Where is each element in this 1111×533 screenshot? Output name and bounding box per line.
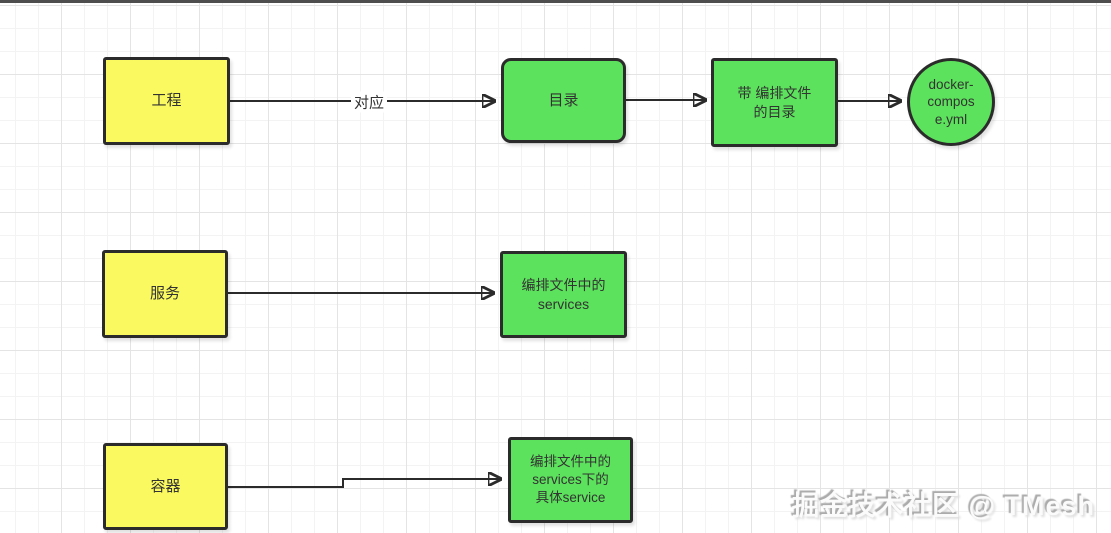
node-services-in-file-label: 编排文件中的 services (521, 277, 606, 312)
node-project: 工程 (103, 57, 230, 145)
window-top-border (0, 0, 1111, 3)
edge-container-concrete-service (228, 479, 502, 488)
watermark: 掘金技术社区 @ TMesh (792, 491, 1095, 521)
node-compose-dir: 带 编排文件 的目录 (711, 58, 838, 147)
node-concrete-service-label: 编排文件中的 services下的 具体service (530, 454, 611, 505)
node-services-in-file: 编排文件中的 services (500, 251, 627, 338)
node-concrete-service: 编排文件中的 services下的 具体service (508, 437, 633, 523)
node-directory-label: 目录 (548, 91, 579, 109)
node-service-label: 服务 (149, 285, 180, 303)
node-compose-file-label: docker- compos e.yml (927, 77, 975, 127)
node-container: 容器 (103, 443, 228, 530)
node-project-label: 工程 (151, 92, 182, 110)
node-service: 服务 (102, 250, 228, 338)
node-directory: 目录 (501, 58, 626, 143)
node-container-label: 容器 (150, 477, 181, 495)
edge-label-duiying: 对应 (350, 91, 388, 113)
node-compose-dir-label: 带 编排文件 的目录 (737, 85, 812, 120)
node-compose-file: docker- compos e.yml (907, 58, 995, 146)
